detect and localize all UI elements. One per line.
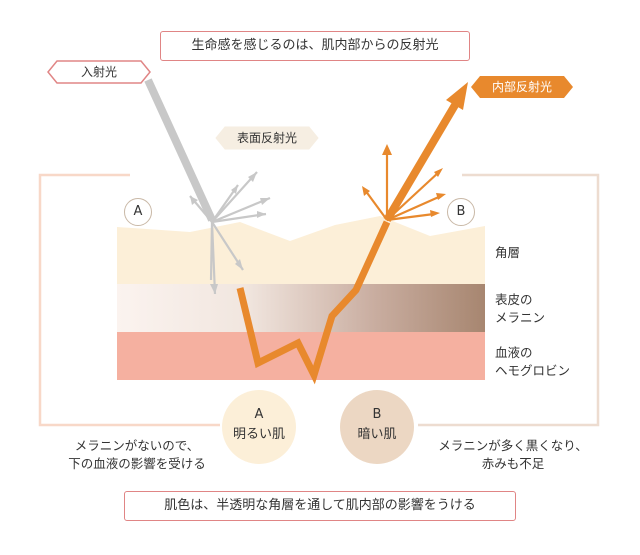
internal-reflection-label: 内部反射光 xyxy=(491,80,552,94)
title-text: 生命感を感じるのは、肌内部からの反射光 xyxy=(191,38,439,53)
surface-tag-shape xyxy=(215,126,319,150)
internal-reflection-arrowhead xyxy=(446,82,468,110)
bracket-right xyxy=(418,173,600,427)
label-hemoglobin-line2: ヘモグロビン xyxy=(495,363,571,378)
title-box: 生命感を感じるのは、肌内部からの反射光 xyxy=(160,31,470,61)
footer-box: 肌色は、半透明な角層を通して肌内部の影響をうける xyxy=(124,491,516,521)
label-melanin-line2: メラニン xyxy=(495,310,546,325)
label-stratum-corneum: 角層 xyxy=(495,245,521,260)
skin-b-letter: B xyxy=(372,407,382,422)
marker-b: B xyxy=(447,198,475,226)
bracket-left xyxy=(38,173,220,427)
skin-circle-a: A 明るい肌 xyxy=(222,390,296,464)
melanin-layer xyxy=(117,284,485,332)
label-hemoglobin-line1: 血液の xyxy=(495,345,533,360)
skin-a-label: 明るい肌 xyxy=(232,427,285,442)
note-b-line1: メラニンが多く黒くなり、 xyxy=(438,438,588,453)
incident-arrow xyxy=(144,78,216,222)
internal-path xyxy=(236,220,391,385)
note-a-line2: 下の血液の影響を受ける xyxy=(68,456,206,471)
note-b-line2: 赤みも不足 xyxy=(481,456,545,471)
label-melanin-line1: 表皮の xyxy=(495,292,533,307)
skin-circle-b: B 暗い肌 xyxy=(340,390,414,464)
surface-scatter-arrowheads xyxy=(190,172,270,294)
note-a-line1: メラニンがないので、 xyxy=(74,438,200,453)
internal-scatter-arrowheads xyxy=(362,144,446,217)
internal-scatter-rays xyxy=(364,150,442,222)
internal-tag-shape xyxy=(471,76,573,98)
incident-light-label: 入射光 xyxy=(80,65,117,79)
surface-reflection-label: 表面反射光 xyxy=(236,131,297,145)
stratum-corneum-layer xyxy=(117,216,485,284)
footer-text: 肌色は、半透明な角層を通して肌内部の影響をうける xyxy=(164,498,476,513)
skin-a-letter: A xyxy=(254,407,264,422)
incident-tag-shape xyxy=(47,60,151,84)
internal-reflection-arrow xyxy=(383,97,462,223)
skin-b-label: 暗い肌 xyxy=(357,427,397,442)
marker-a: A xyxy=(124,198,152,226)
